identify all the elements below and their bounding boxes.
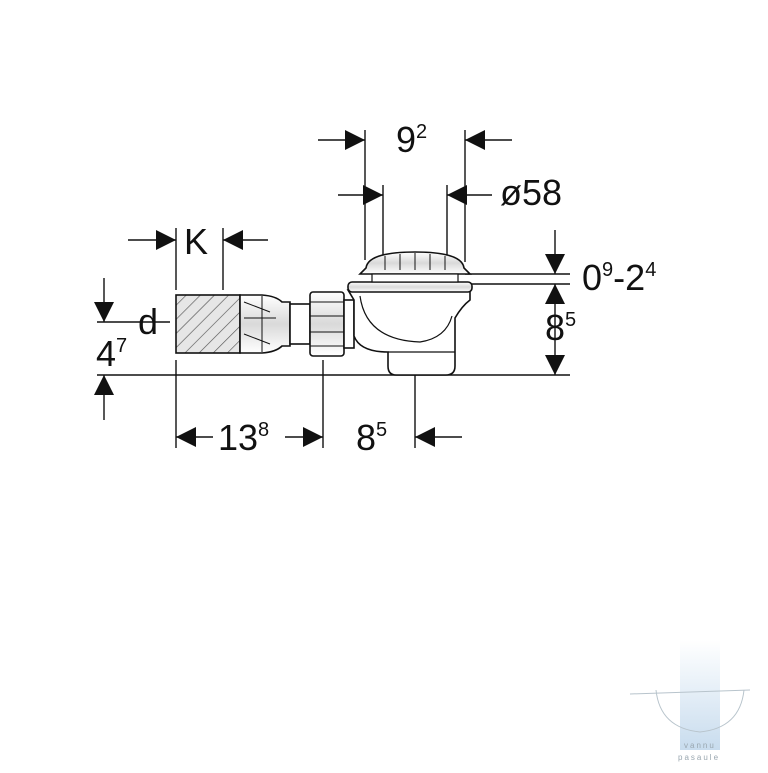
flange [347,281,473,293]
watermark-text-1: vannu [684,741,716,750]
right-height-label: 85 [545,307,576,348]
top-width-label: 92 [396,119,427,160]
pipe-segment [289,303,311,345]
watermark-logo: vannu pasaule [629,640,751,762]
k-label: K [184,221,208,262]
drain-trap-body [175,251,473,376]
connector-sleeve [239,294,291,354]
trap-bowl [346,289,471,376]
watermark-bar [680,640,720,750]
left-height-label: 47 [96,333,127,374]
watermark-text-2: pasaule [678,753,720,762]
length-label: 138 [218,417,269,458]
diameter-label: ø58 [500,172,562,213]
hatched-tube [175,294,241,354]
dimension-labels: 92 ø58 K d 47 09-24 85 138 85 [96,119,656,458]
adjust-range-label: 09-24 [582,257,656,298]
offset-label: 85 [356,417,387,458]
arrowheads [94,130,565,447]
d-label: d [138,301,158,342]
